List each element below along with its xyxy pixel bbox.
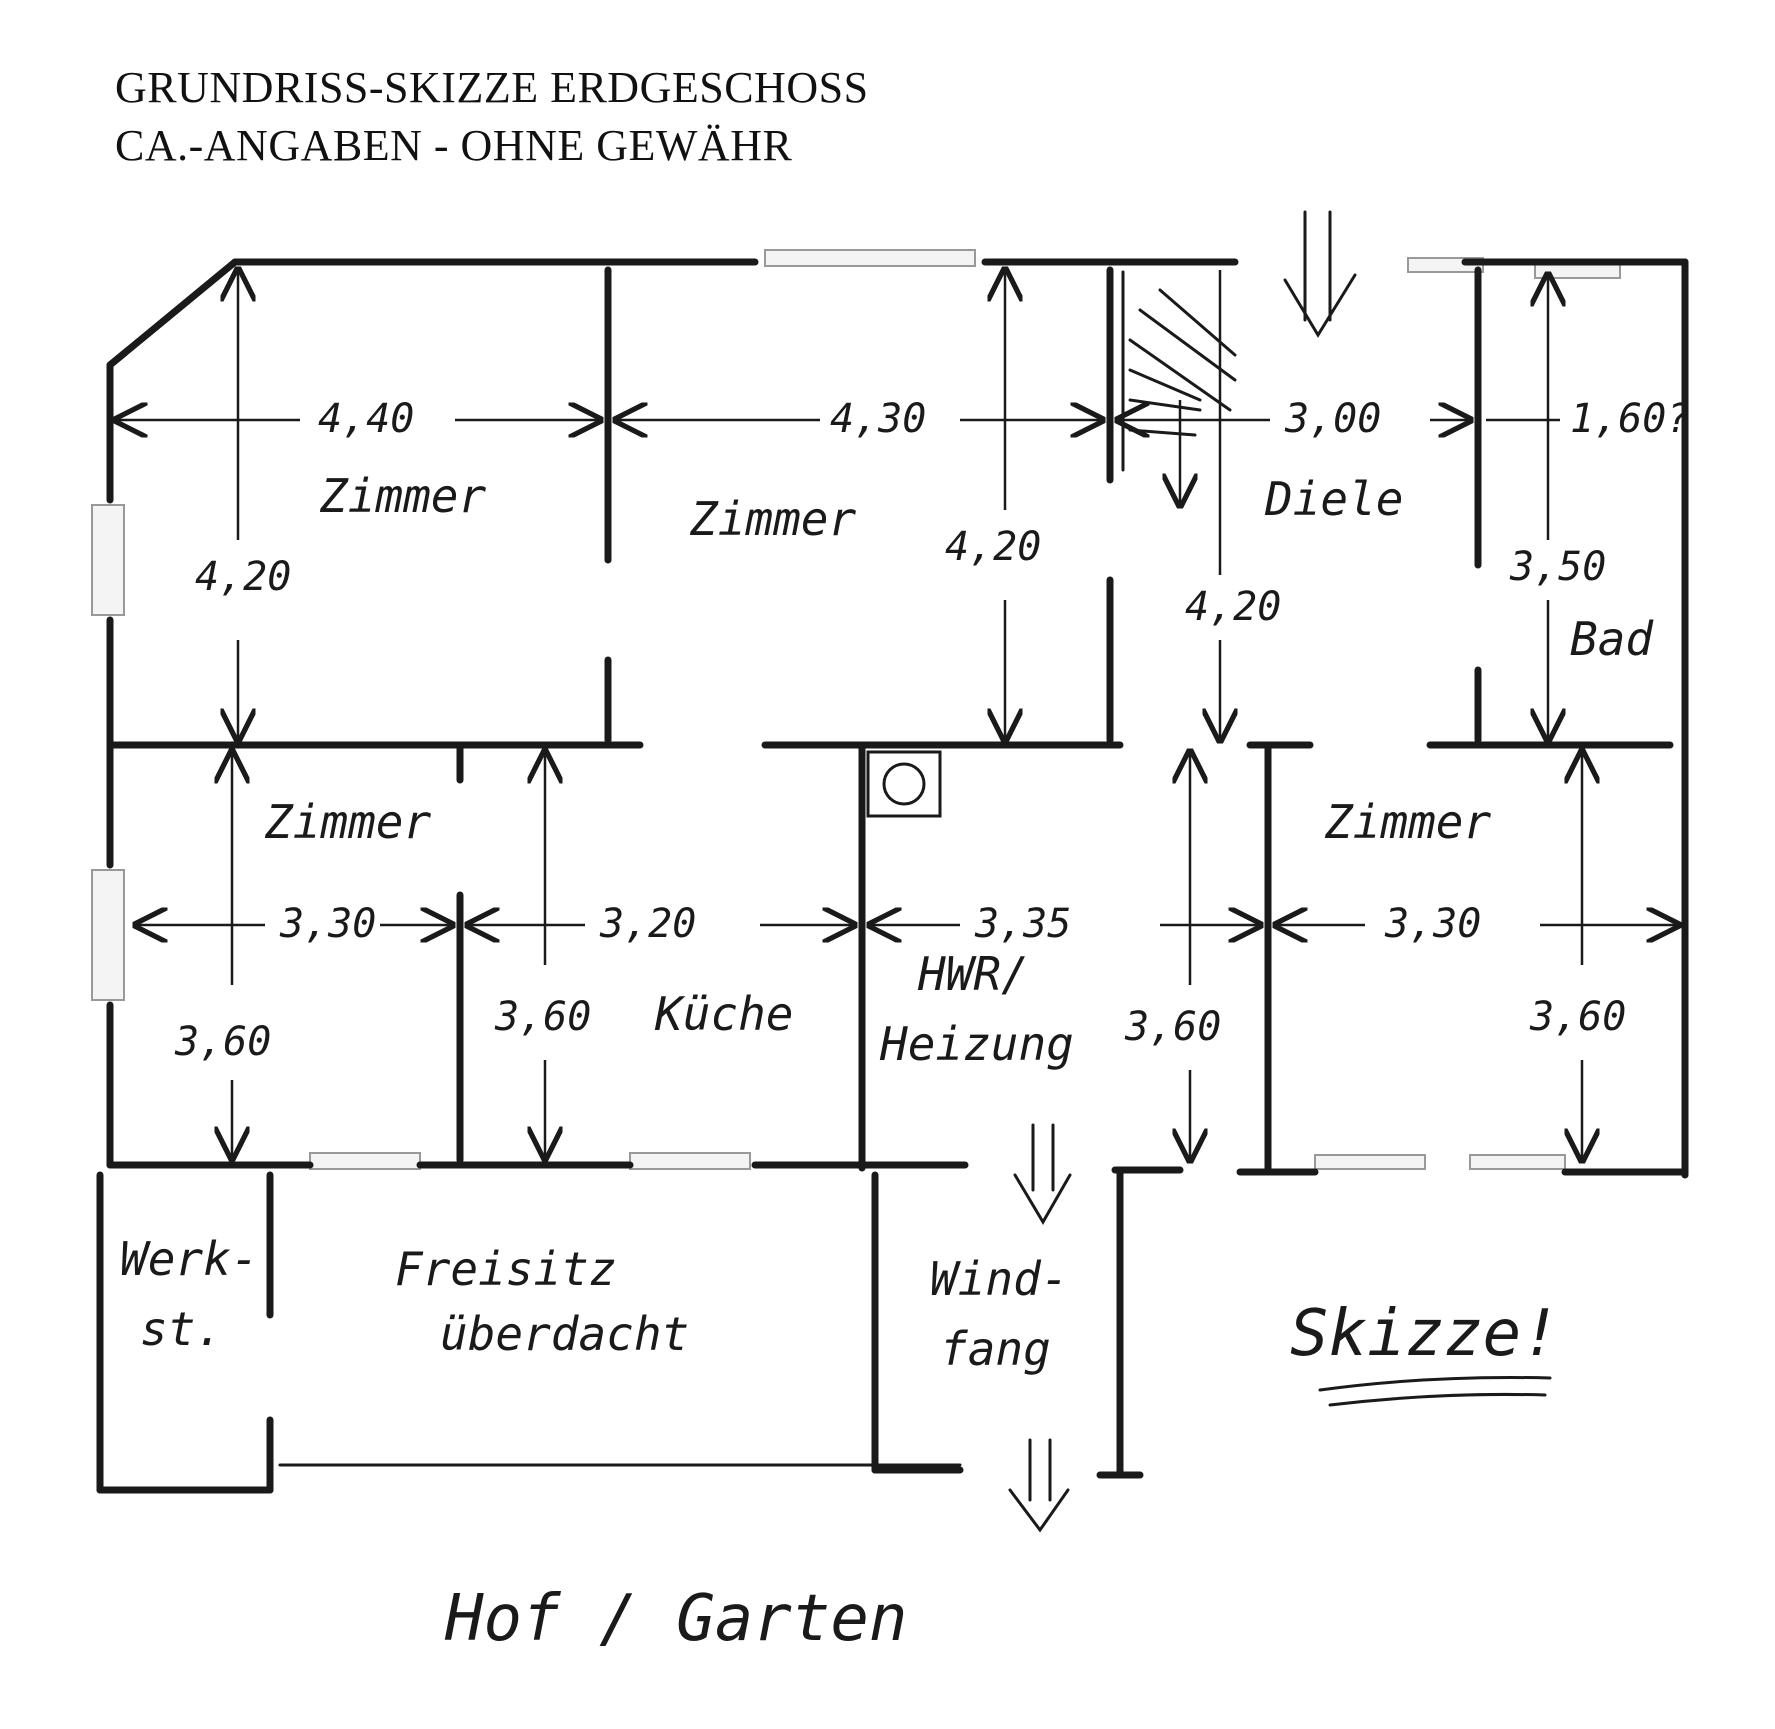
room-label-werkst-2: st. <box>140 1302 223 1356</box>
windows <box>91 249 1621 1170</box>
plan-subtitle: CA.-ANGABEN - OHNE GEWÄHR <box>115 121 793 170</box>
room-label-freisitz-2: überdacht <box>440 1307 689 1361</box>
entrance-arrows <box>1008 210 1357 1533</box>
staircase-icon <box>1121 270 1237 505</box>
room-label-zimmer-2: Zimmer <box>689 492 856 546</box>
dimension-label-4-30: 4,30 <box>830 396 926 442</box>
dimension-lines <box>116 270 1678 1160</box>
dimension-label-3-35: 3,35 <box>974 901 1071 947</box>
plan-title: GRUNDRISS-SKIZZE ERDGESCHOSS <box>115 63 869 112</box>
dimension-label-3-60-b: 3,60 <box>494 994 591 1040</box>
dimension-label-4-20-c: 4,20 <box>1185 584 1281 630</box>
room-label-kueche: Küche <box>654 987 793 1041</box>
room-label-windfang-2: fang <box>940 1322 1051 1376</box>
dimension-label-3-60-c: 3,60 <box>1124 1004 1221 1050</box>
room-label-werkst-1: Werk- <box>120 1232 258 1286</box>
room-label-bad: Bad <box>1570 612 1654 666</box>
chimney-icon <box>866 750 942 818</box>
room-label-diele: Diele <box>1264 472 1403 526</box>
dimension-label-3-60-d: 3,60 <box>1529 994 1626 1040</box>
skizze-underline <box>1318 1376 1552 1392</box>
dimension-label-4-20-b: 4,20 <box>945 524 1041 570</box>
room-label-heizung: Heizung <box>879 1017 1074 1071</box>
label-hof-garten: Hof / Garten <box>444 1582 907 1656</box>
room-label-zimmer-4: Zimmer <box>1324 795 1491 849</box>
dimension-label-3-00: 3,00 <box>1284 396 1381 442</box>
dimension-label-3-20: 3,20 <box>599 901 696 947</box>
room-label-hwr: HWR/ <box>917 947 1029 1001</box>
dimension-label-1-60: 1,60? <box>1570 396 1690 442</box>
room-label-zimmer-1: Zimmer <box>319 469 486 523</box>
dimension-label-3-30-b: 3,30 <box>1384 901 1481 947</box>
dimension-label-4-40: 4,40 <box>318 396 414 442</box>
skizze-underline-2 <box>1328 1392 1547 1407</box>
dimension-label-3-60-a: 3,60 <box>174 1019 271 1065</box>
dimension-label-4-20-a: 4,20 <box>195 554 291 600</box>
room-label-windfang-1: Wind- <box>930 1252 1068 1306</box>
room-label-freisitz-1: Freisitz <box>395 1242 617 1296</box>
dimension-label-3-50: 3,50 <box>1509 544 1606 590</box>
label-skizze: Skizze! <box>1290 1297 1560 1371</box>
walls <box>96 258 1689 1494</box>
room-label-zimmer-3: Zimmer <box>264 795 431 849</box>
dimension-label-3-30-a: 3,30 <box>279 901 376 947</box>
